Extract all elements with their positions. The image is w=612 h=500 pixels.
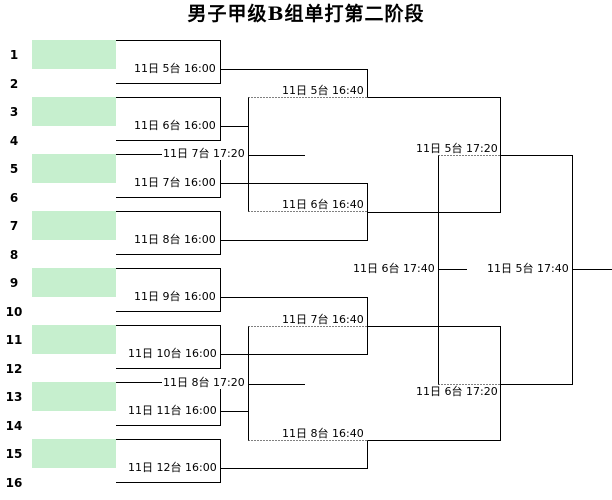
seed-number: 15 bbox=[5, 447, 23, 461]
match-label-r1: 11日 11台 16:00 bbox=[127, 404, 218, 417]
bracket-r1-m6 bbox=[116, 325, 221, 369]
player-slot-9 bbox=[32, 268, 116, 297]
bracket-r1-m5 bbox=[116, 268, 221, 312]
match-label-r1: 11日 9台 16:00 bbox=[133, 290, 217, 303]
seed-number: 14 bbox=[5, 419, 23, 433]
bracket-r1-m8 bbox=[116, 439, 221, 483]
player-slot-5 bbox=[32, 154, 116, 183]
player-slot-11 bbox=[32, 325, 116, 354]
seed-number: 4 bbox=[9, 134, 19, 148]
match-label-r1: 11日 5台 16:00 bbox=[133, 62, 217, 75]
match-label-r2: 11日 8台 16:40 bbox=[281, 427, 365, 440]
match-label-semi: 11日 6台 17:40 bbox=[352, 262, 436, 275]
seed-number: 11 bbox=[5, 333, 23, 347]
bracket-r1-m1 bbox=[116, 40, 221, 84]
match-label-r1: 11日 12台 16:00 bbox=[127, 461, 218, 474]
seed-number: 2 bbox=[9, 77, 19, 91]
player-slot-13 bbox=[32, 382, 116, 411]
match-label-r3: 11日 5台 17:20 bbox=[415, 142, 499, 155]
seed-number: 5 bbox=[9, 162, 19, 176]
line-r1-m3-out bbox=[220, 183, 368, 212]
line-r1-m6-out bbox=[220, 326, 368, 355]
player-slot-3 bbox=[32, 97, 116, 126]
line-r1-m8-out bbox=[220, 440, 368, 469]
line-r2-m3-out bbox=[367, 326, 501, 441]
bracket-r1-m2 bbox=[116, 97, 221, 141]
bracket-r1-m4 bbox=[116, 211, 221, 255]
line-r1-m5-out bbox=[220, 297, 368, 327]
seed-number: 16 bbox=[5, 476, 23, 490]
match-label-side: 11日 7台 17:20 bbox=[162, 147, 246, 160]
seed-number: 12 bbox=[5, 362, 23, 376]
match-label-r1: 11日 8台 16:00 bbox=[133, 233, 217, 246]
seed-number: 1 bbox=[9, 48, 19, 62]
seed-number: 8 bbox=[9, 248, 19, 262]
seed-number: 6 bbox=[9, 191, 19, 205]
line-r1-m4-out bbox=[220, 211, 368, 241]
match-label-r3: 11日 6台 17:20 bbox=[415, 385, 499, 398]
match-label-side: 11日 8台 17:20 bbox=[162, 376, 246, 389]
seed-number: 13 bbox=[5, 390, 23, 404]
line-r1-m1-out bbox=[220, 69, 368, 98]
seed-number: 3 bbox=[9, 105, 19, 119]
match-label-final: 11日 5台 17:40 bbox=[486, 262, 570, 275]
player-slot-7 bbox=[32, 211, 116, 240]
match-label-r1: 11日 7台 16:00 bbox=[133, 176, 217, 189]
page-title: 男子甲级B组单打第二阶段 bbox=[187, 3, 425, 25]
seed-number: 9 bbox=[9, 276, 19, 290]
player-slot-15 bbox=[32, 439, 116, 468]
match-label-r1: 11日 10台 16:00 bbox=[127, 347, 218, 360]
seed-number: 10 bbox=[5, 305, 23, 319]
seed-number: 7 bbox=[9, 219, 19, 233]
match-label-r2: 11日 5台 16:40 bbox=[281, 84, 365, 97]
match-label-r2: 11日 7台 16:40 bbox=[281, 313, 365, 326]
player-slot-1 bbox=[32, 40, 116, 69]
match-label-r1: 11日 6台 16:00 bbox=[133, 119, 217, 132]
match-label-r2: 11日 6台 16:40 bbox=[281, 198, 365, 211]
